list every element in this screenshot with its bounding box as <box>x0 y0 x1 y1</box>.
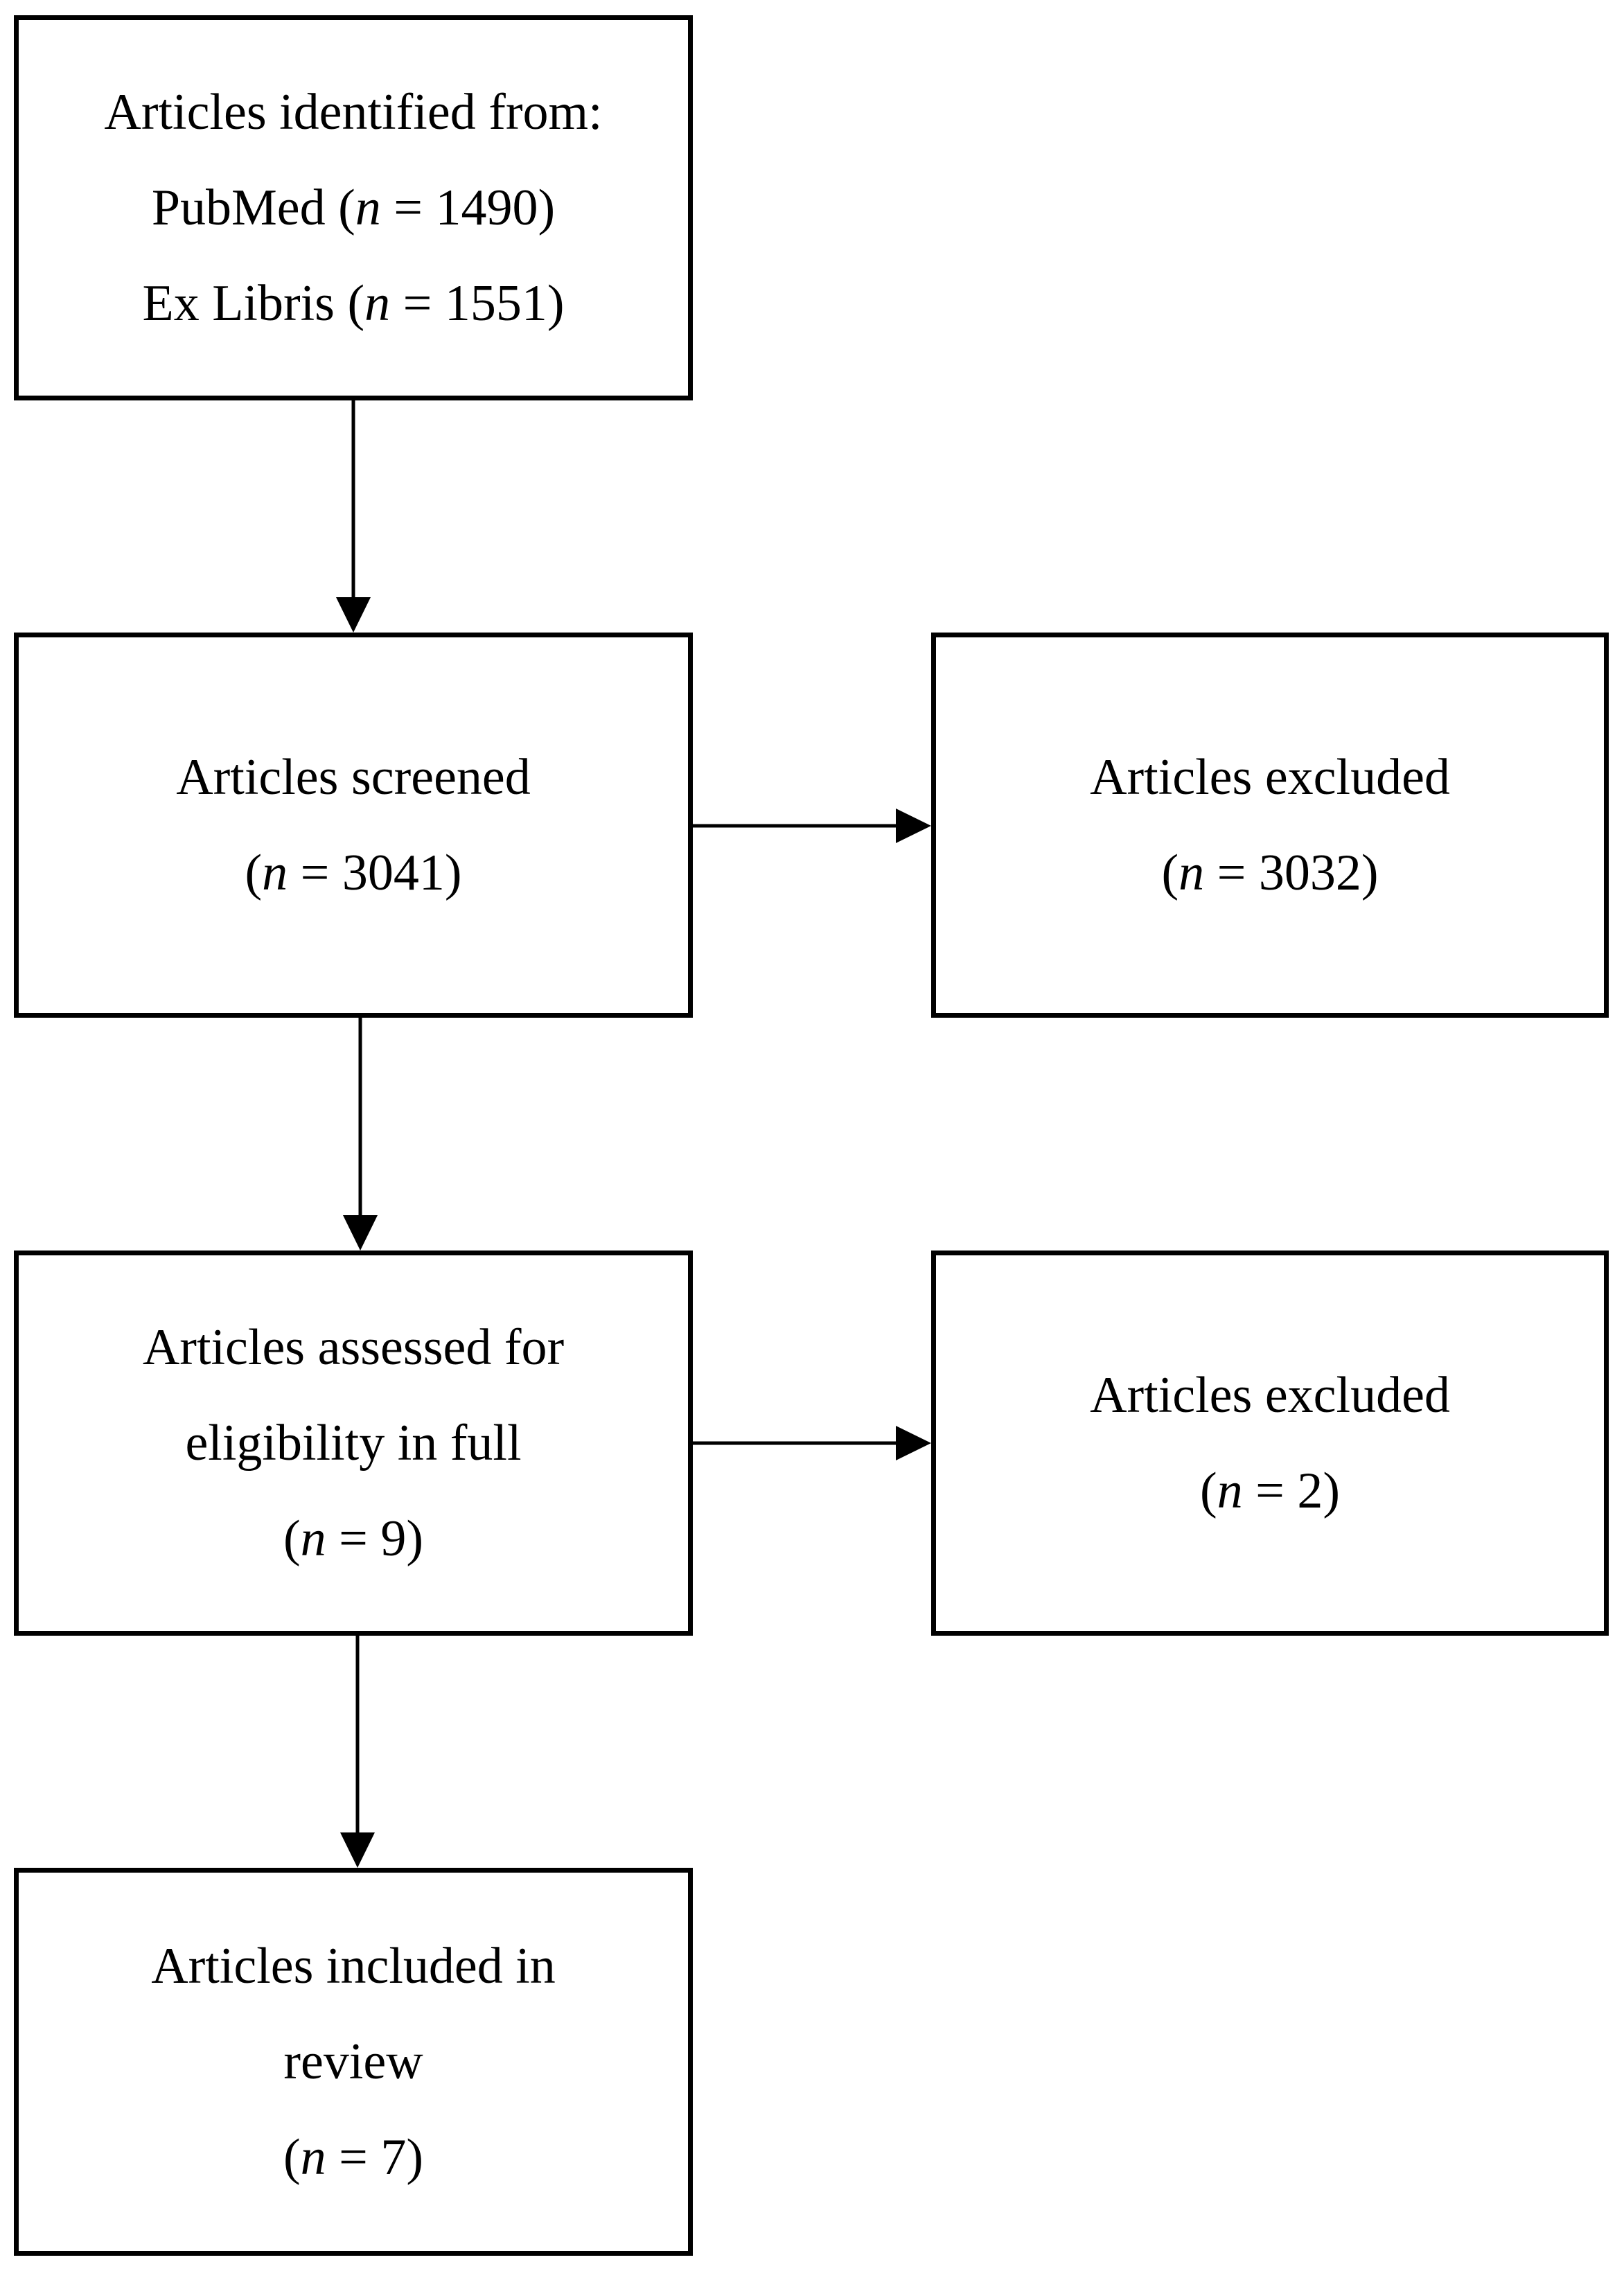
excluded-screening-open-paren: ( <box>1161 845 1179 901</box>
screened-count-line: (n = 3041) <box>245 825 461 921</box>
included-open-paren: ( <box>283 2129 301 2186</box>
assessed-title-line1: Articles assessed for <box>142 1319 565 1376</box>
arrow-identified-to-screened <box>336 400 371 633</box>
excluded-screening-count: = 3032) <box>1204 845 1379 901</box>
pubmed-name: PubMed ( <box>151 179 355 236</box>
assessed-count: = 9) <box>326 1510 424 1567</box>
included-count: = 7) <box>326 2129 424 2186</box>
screened-count: = 3041) <box>288 845 462 901</box>
assessed-n-label: n <box>300 1510 326 1567</box>
excluded-full-count: = 2) <box>1242 1463 1341 1519</box>
included-count-line: (n = 7) <box>283 2110 423 2205</box>
excluded-screening-box: Articles excluded (n = 3032) <box>931 633 1609 1018</box>
source-pubmed: PubMed (n = 1490) <box>152 160 555 256</box>
excluded-full-n-label: n <box>1217 1463 1243 1519</box>
excluded-full-count-line: (n = 2) <box>1200 1443 1340 1539</box>
included-box: Articles included in review (n = 7) <box>14 1868 693 2256</box>
pubmed-count: = 1490) <box>380 179 556 236</box>
screened-box: Articles screened (n = 3041) <box>14 633 693 1018</box>
arrow-assessed-to-included <box>340 1636 375 1868</box>
arrow-assessed-to-excluded <box>693 1426 931 1460</box>
screened-open-paren: ( <box>245 845 263 901</box>
source-exlibris: Ex Libris (n = 1551) <box>143 256 565 351</box>
excluded-full-open-paren: ( <box>1199 1463 1217 1519</box>
included-n-label: n <box>300 2129 326 2186</box>
arrow-screened-to-excluded <box>693 808 931 843</box>
exlibris-name: Ex Libris ( <box>142 275 365 332</box>
exlibris-count: = 1551) <box>390 275 565 332</box>
assessed-open-paren: ( <box>283 1510 301 1567</box>
excluded-screening-count-line: (n = 3032) <box>1161 825 1378 921</box>
excluded-screening-n-label: n <box>1179 845 1205 901</box>
arrow-screened-to-assessed <box>343 1018 378 1251</box>
screened-n-label: n <box>262 845 288 901</box>
assessed-count-line: (n = 9) <box>283 1491 423 1587</box>
excluded-screening-title: Articles excluded <box>1090 749 1450 806</box>
pubmed-n-label: n <box>355 179 381 236</box>
identified-box: Articles identified from: PubMed (n = 14… <box>14 15 693 400</box>
included-title-line2: review <box>283 2033 423 2090</box>
included-title-line1: Articles included in <box>151 1938 556 1995</box>
assessed-box: Articles assessed for eligibility in ful… <box>14 1251 693 1636</box>
excluded-full-box: Articles excluded (n = 2) <box>931 1251 1609 1636</box>
exlibris-n-label: n <box>364 275 391 332</box>
identified-title: Articles identified from: <box>104 84 603 141</box>
excluded-full-title: Articles excluded <box>1090 1367 1450 1424</box>
screened-title: Articles screened <box>176 749 531 806</box>
assessed-title-line2: eligibility in full <box>185 1415 522 1472</box>
